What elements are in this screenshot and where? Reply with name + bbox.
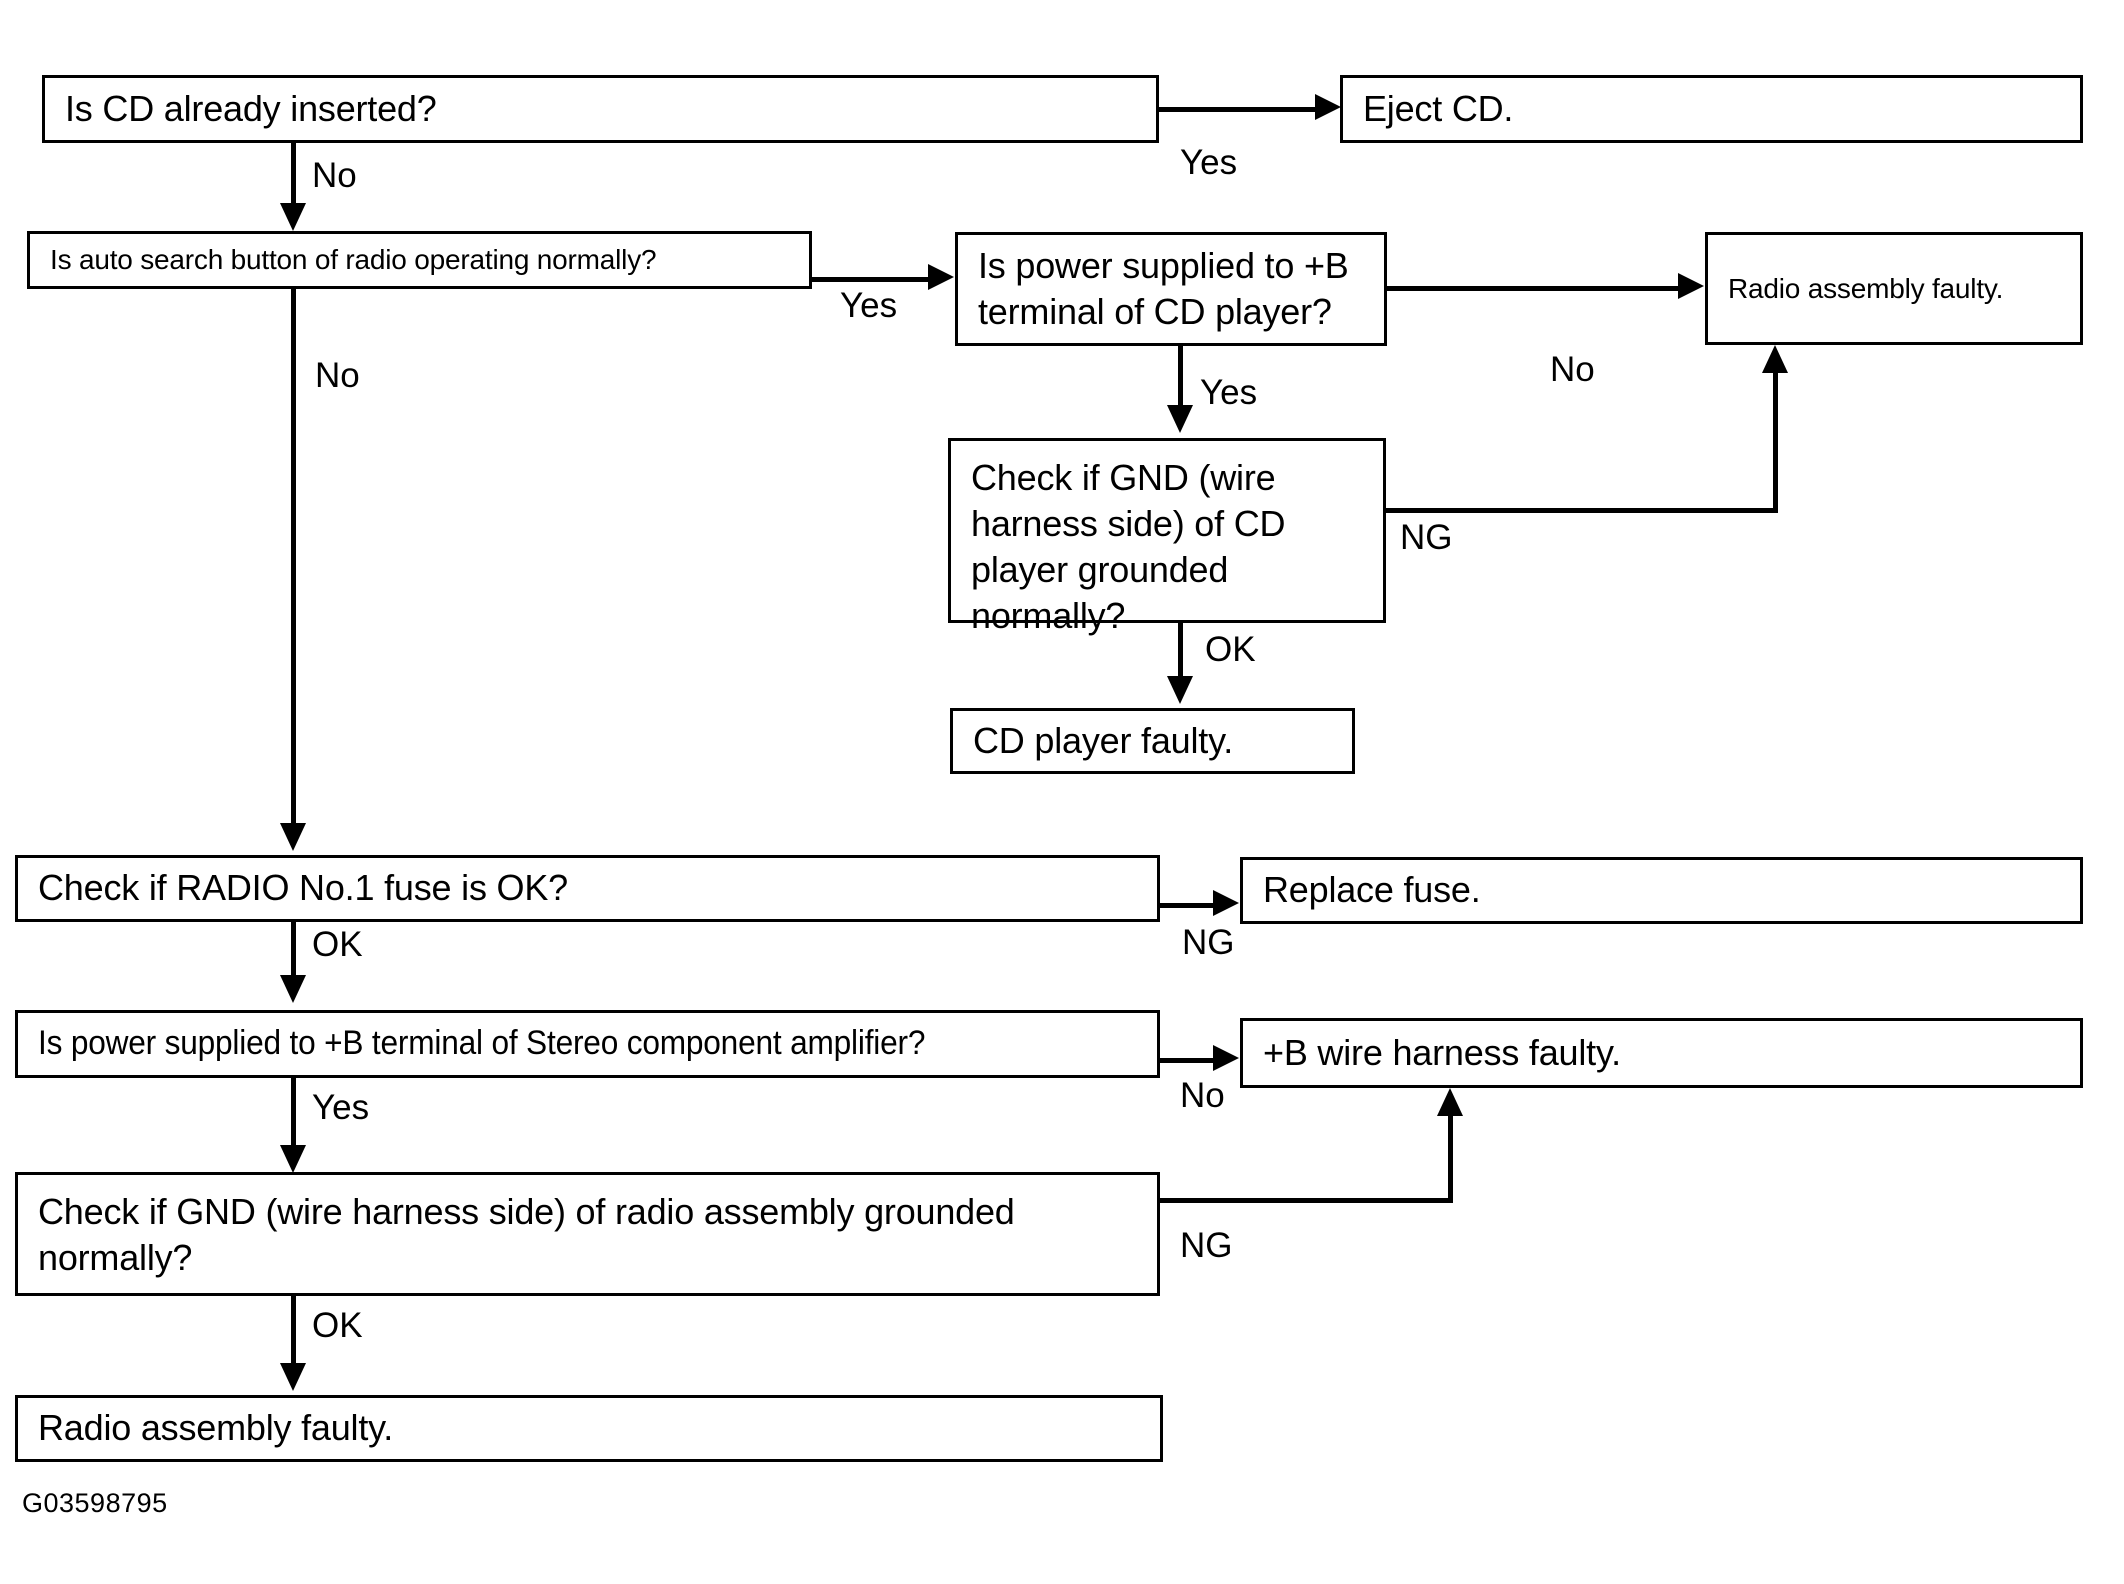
edge-label-yes-gnd-radio: Yes	[312, 1088, 370, 1127]
edge-auto-search-to-fuse-check	[291, 289, 296, 829]
node-label: Is power supplied to +B terminal of CD p…	[978, 244, 1349, 332]
edge-label-ng-replace-fuse: NG	[1182, 923, 1235, 962]
node-check-gnd-cd-player[interactable]: Check if GND (wire harness side) of CD p…	[948, 438, 1386, 636]
arrowhead-to-wire-harness-faulty	[1213, 1045, 1239, 1071]
node-label: CD player faulty.	[973, 719, 1234, 761]
edge-label-ng-gnd-cd: NG	[1400, 518, 1453, 557]
edge-cd-inserted-to-auto-search	[291, 143, 296, 218]
node-label: +B wire harness faulty.	[1263, 1031, 1621, 1073]
node-label: Replace fuse.	[1263, 869, 1481, 911]
node-label: Radio assembly faulty.	[38, 1407, 394, 1449]
node-check-gnd-radio-assembly[interactable]: Check if GND (wire harness side) of radi…	[15, 1172, 1160, 1296]
edge-label-yes-gnd-cd: Yes	[1200, 373, 1258, 412]
node-label: Is auto search button of radio operating…	[50, 244, 657, 276]
arrowhead-to-gnd-cd	[1167, 405, 1193, 433]
edge-amp-to-gnd-radio	[291, 1078, 296, 1150]
node-radio-assembly-faulty-bottom[interactable]: Radio assembly faulty.	[15, 1395, 1163, 1462]
edge-gnd-cd-ng-vertical	[1773, 352, 1778, 510]
node-power-supplied-b-cd-player[interactable]: Is power supplied to +B terminal of CD p…	[955, 232, 1387, 346]
edge-fuse-to-power-b-amp	[291, 922, 296, 980]
node-label: Check if GND (wire harness side) of CD p…	[971, 457, 1286, 637]
node-auto-search-button[interactable]: Is auto search button of radio operating…	[27, 231, 812, 289]
arrowhead-to-radio-faulty-bottom	[280, 1363, 306, 1391]
node-eject-cd[interactable]: Eject CD.	[1340, 75, 2083, 143]
edge-gnd-radio-to-radio-faulty-bottom	[291, 1296, 296, 1368]
edge-gnd-radio-ng-vertical	[1448, 1095, 1453, 1201]
arrowhead-to-wire-harness-faulty-ng	[1437, 1088, 1463, 1116]
node-label: Radio assembly faulty.	[1728, 272, 2004, 304]
edge-power-b-cd-to-gnd-cd	[1178, 346, 1183, 416]
arrowhead-to-fuse-check	[280, 823, 306, 851]
edge-label-ok-cd-player-faulty: OK	[1205, 630, 1256, 669]
edge-power-b-cd-to-radio-faulty	[1387, 286, 1679, 291]
edge-label-yes-power-b-cd: Yes	[840, 286, 898, 325]
edge-auto-search-to-power-b-cd	[812, 277, 930, 282]
arrowhead-to-cd-player-faulty	[1167, 676, 1193, 704]
edge-cd-inserted-to-eject	[1159, 107, 1319, 112]
node-b-wire-harness-faulty[interactable]: +B wire harness faulty.	[1240, 1018, 2083, 1088]
edge-label-no-auto-search: No	[312, 156, 357, 195]
arrowhead-to-radio-faulty-top	[1678, 273, 1704, 299]
edge-fuse-to-replace-fuse	[1160, 903, 1215, 908]
edge-label-yes-eject: Yes	[1180, 143, 1238, 182]
figure-id-label: G03598795	[22, 1488, 168, 1518]
edge-label-no-radio-faulty: No	[1550, 350, 1595, 389]
node-radio-assembly-faulty-top[interactable]: Radio assembly faulty.	[1705, 232, 2083, 345]
node-label: Is power supplied to +B terminal of Ster…	[38, 1024, 926, 1063]
node-replace-fuse[interactable]: Replace fuse.	[1240, 857, 2083, 924]
node-check-radio-fuse[interactable]: Check if RADIO No.1 fuse is OK?	[15, 855, 1160, 922]
edge-gnd-radio-ng-horizontal	[1159, 1198, 1453, 1203]
arrowhead-to-power-b-cd	[928, 264, 954, 290]
edge-gnd-cd-ng-horizontal	[1386, 508, 1778, 513]
node-label: Eject CD.	[1363, 87, 1514, 129]
edge-amp-to-wire-harness-faulty	[1160, 1058, 1215, 1063]
edge-label-no-fuse-check: No	[315, 356, 360, 395]
node-label: Is CD already inserted?	[65, 87, 437, 129]
node-label: Check if GND (wire harness side) of radi…	[38, 1191, 1015, 1279]
arrowhead-to-auto-search	[280, 203, 306, 231]
node-power-supplied-b-amplifier[interactable]: Is power supplied to +B terminal of Ster…	[15, 1010, 1160, 1078]
arrowhead-to-power-b-amp	[280, 975, 306, 1003]
edge-label-ok-radio-faulty-bottom: OK	[312, 1306, 363, 1345]
edge-label-ng-gnd-radio: NG	[1180, 1226, 1233, 1265]
node-label: Check if RADIO No.1 fuse is OK?	[38, 867, 568, 909]
arrowhead-to-radio-faulty-top-ng	[1762, 345, 1788, 373]
edge-label-ok-power-b-amp: OK	[312, 925, 363, 964]
arrowhead-to-eject-cd	[1315, 94, 1341, 120]
arrowhead-to-gnd-radio	[280, 1145, 306, 1173]
edge-gnd-cd-to-cd-player-faulty	[1178, 623, 1183, 685]
node-cd-player-faulty[interactable]: CD player faulty.	[950, 708, 1355, 774]
edge-label-no-wire-harness: No	[1180, 1076, 1225, 1115]
arrowhead-to-replace-fuse	[1213, 890, 1239, 916]
node-is-cd-already-inserted[interactable]: Is CD already inserted?	[42, 75, 1159, 143]
